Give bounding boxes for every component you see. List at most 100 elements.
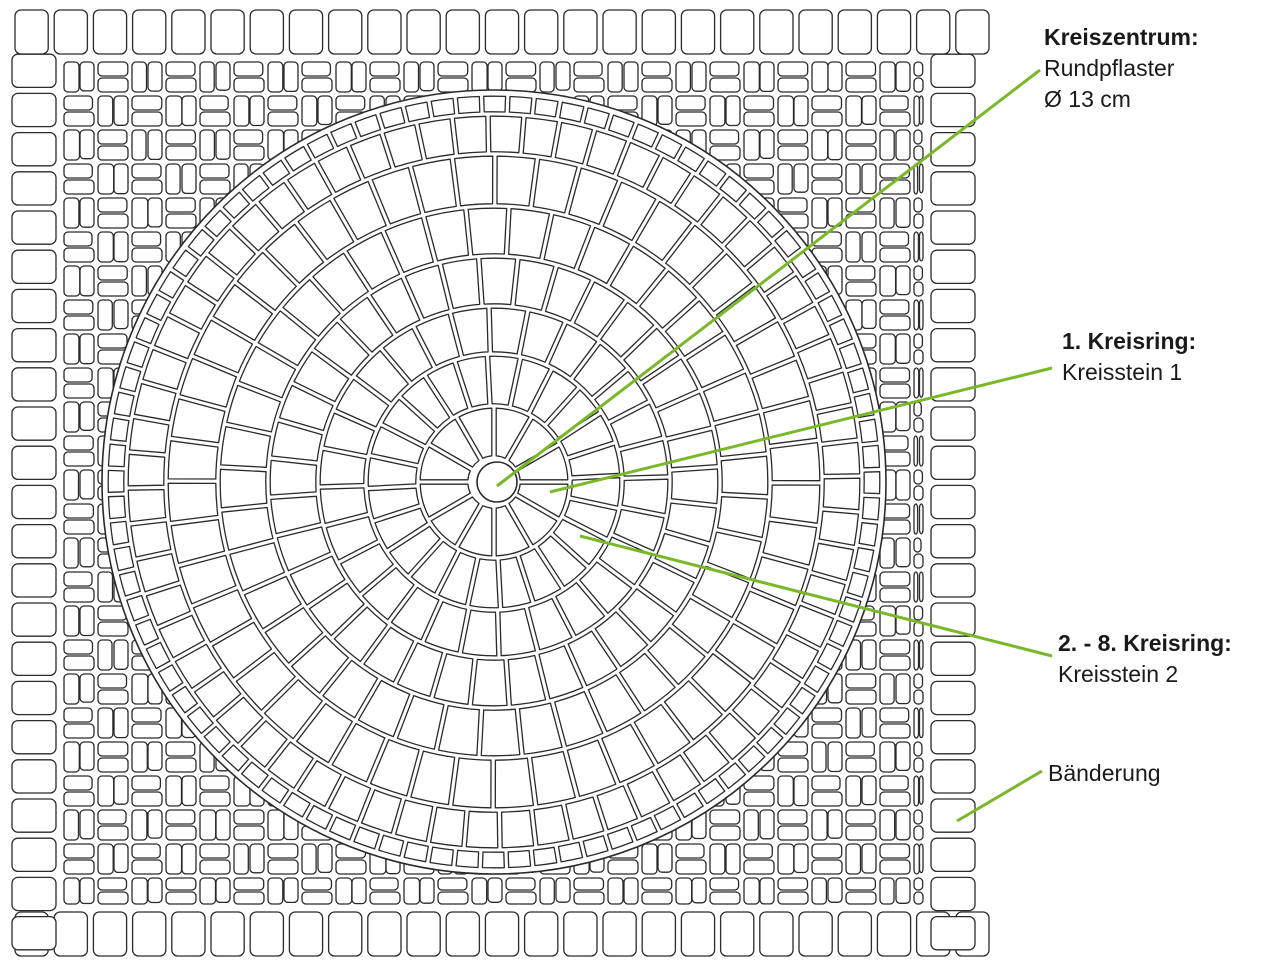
fill-stone [79,61,95,92]
fill-stone [895,741,911,772]
border-stone [930,484,976,520]
fill-stone [607,61,623,93]
fill-stone [437,77,469,93]
fill-stone [879,655,911,671]
ring-stone [367,487,420,520]
ring-stone [735,321,796,375]
ring-stone [822,477,861,511]
fill-stone [437,877,468,891]
ring-stone [319,487,369,525]
ring-stone [471,658,508,707]
ring-stone [601,723,655,784]
ring-stone [531,750,576,806]
ring-stone [282,278,341,337]
fill-stone [675,111,707,127]
ring-stone [508,418,558,468]
fill-stone [845,77,877,93]
fill-stone [215,877,231,904]
fill-stone [165,213,197,229]
fill-stone [97,707,114,739]
ring-stone [654,532,710,580]
ring-stone [700,196,748,244]
fill-stone [675,61,692,93]
ring-stone [499,607,537,657]
ring-stone [762,400,818,445]
border-stone [930,406,976,441]
ring-stone [602,181,657,242]
ring-stone [686,334,745,389]
leader-lines [496,68,1053,823]
fill-stone [113,95,129,126]
fill-stone [913,825,924,841]
ring-stone [567,630,618,687]
fill-stone [913,877,924,891]
fill-stone [913,435,919,467]
border-stone [798,911,833,957]
fill-stone [165,129,196,145]
fill-stone [63,519,95,535]
fill-stone [113,707,129,739]
fill-stone [913,775,920,807]
fill-stone [301,843,317,875]
fill-stone [165,843,183,875]
ring-stone [853,392,875,419]
fill-stone [79,877,95,905]
fill-stone [879,571,911,587]
ring-stone [221,506,274,551]
fill-stone [845,231,861,263]
fill-stone [879,791,911,807]
ring-stone [818,510,860,547]
border-stone [288,911,324,957]
border-stone [367,911,402,957]
fill-stone [811,877,828,905]
fill-stone [827,61,843,92]
fill-stone [879,231,910,247]
fill-stone [743,859,775,875]
fill-stone [811,809,828,841]
fill-stone [879,299,910,315]
fill-stone [165,757,197,773]
fill-stone [845,877,877,891]
fill-stone [793,95,809,127]
ring-stone [340,543,394,594]
fill-stone [879,707,910,723]
fill-stone [879,809,896,841]
fill-stone [369,891,401,905]
ring-stone [262,159,291,186]
ring-stone [635,200,692,262]
fill-stone [63,587,95,603]
ring-stone [271,421,323,462]
ring-stone [172,249,199,278]
circular-paving [101,89,887,875]
label-rings2to8-line1: Kreisstein 2 [1058,661,1179,687]
ring-stone [284,145,312,172]
fill-stone [63,383,95,399]
fill-stone [918,367,924,398]
border-stone [11,327,57,363]
border-stone [523,911,559,957]
ring-stone [577,226,631,285]
fill-stone [165,77,197,93]
fill-stone [675,859,707,875]
ring-stone [136,553,180,593]
fill-stone [113,163,129,195]
fill-stone [709,809,741,825]
fill-stone [369,61,400,77]
fill-stone [573,77,605,93]
border-stone [930,445,976,481]
ring-stone [404,264,450,319]
border-stone [11,563,57,598]
fill-stone [845,775,862,807]
fill-stone [845,213,877,229]
fill-stone [573,61,603,77]
border-stone [11,367,57,402]
fill-stone [97,333,128,349]
ring-stone [458,505,493,557]
ring-stone [430,496,480,546]
ring-stone [714,413,767,458]
fill-stone [369,77,401,93]
ring-stone [167,482,219,523]
fill-stone [777,163,793,195]
fill-stone [913,757,924,773]
ring-stone [811,542,855,582]
